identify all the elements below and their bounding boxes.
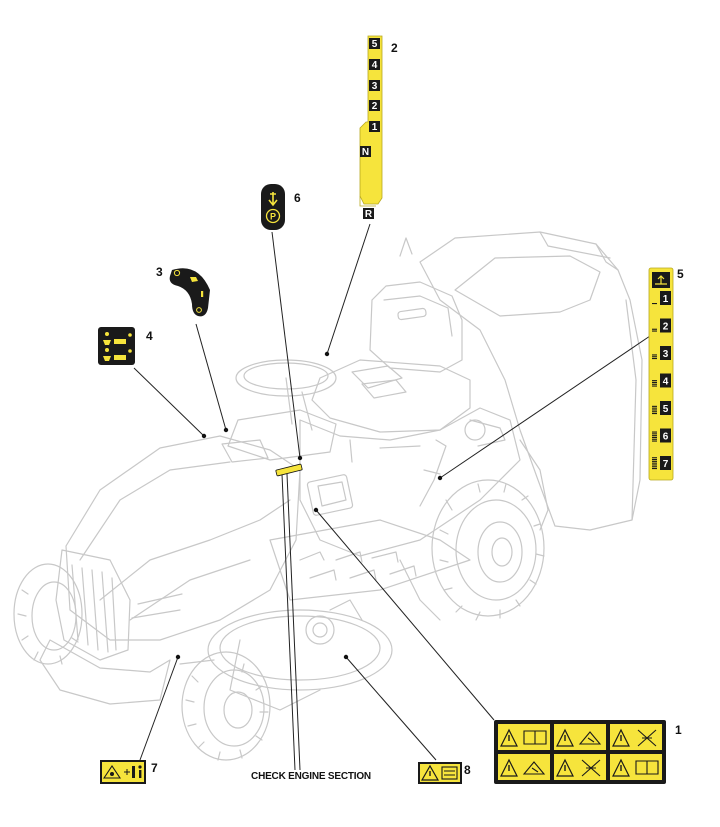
callout-1: 1	[675, 723, 682, 737]
height-box-7	[660, 456, 671, 470]
engine-label-decal	[275, 463, 303, 477]
arrow-down-icon	[268, 192, 278, 207]
footboard	[269, 519, 471, 601]
height-box-1	[660, 291, 671, 305]
height-label: 3	[663, 349, 669, 360]
front-bumper	[39, 639, 171, 705]
height-level-icon	[652, 380, 657, 387]
front-right-wheel	[181, 651, 271, 761]
warning-manual-icon	[498, 724, 550, 750]
check-engine-caption: CHECK ENGINE SECTION	[251, 771, 371, 782]
height-level-icon	[652, 431, 657, 442]
front-left-wheel	[13, 563, 83, 665]
grass-bag	[419, 231, 643, 531]
seat-back	[369, 281, 463, 373]
leader-lines	[133, 223, 651, 771]
gear-strip-decal: 5 4 3 2 1 N R	[359, 35, 383, 220]
leader-3	[195, 323, 227, 431]
height-label: 4	[663, 377, 669, 388]
blade-foot-hazard-icon	[554, 724, 606, 750]
height-rows: 1 2 3 4 5 6 7	[652, 291, 671, 470]
choke-icon	[173, 269, 181, 277]
height-label: 1	[663, 294, 669, 305]
height-level-icon	[652, 303, 657, 305]
thrown-object-icon	[554, 754, 606, 780]
gear-label-3: 3	[372, 81, 378, 92]
height-box-4	[660, 373, 671, 388]
callout-6: 6	[294, 191, 301, 205]
parking-brake-decal: P	[261, 184, 285, 230]
deck-engage-decal	[98, 327, 135, 365]
decal-8-warning	[418, 762, 462, 784]
callout-7: 7	[151, 761, 158, 775]
warning-slope-icon	[498, 754, 550, 780]
leader-dots	[175, 351, 443, 660]
leader-1	[315, 509, 495, 721]
height-level-icon	[652, 457, 657, 470]
steering-wheel	[235, 359, 337, 397]
height-box-5	[660, 401, 671, 415]
parking-p-icon	[265, 208, 281, 224]
stop-icon	[196, 307, 202, 313]
slope-tipping-icon	[610, 754, 662, 780]
decal-7-warning	[100, 760, 146, 784]
height-box-3	[660, 346, 671, 360]
leader-4	[133, 367, 205, 437]
gear-label-5: 5	[372, 39, 378, 50]
throttle-decal	[169, 268, 210, 317]
mower-outline	[13, 231, 643, 761]
front-grille	[55, 549, 131, 661]
mower-deck	[207, 609, 393, 691]
height-label: 5	[663, 404, 669, 415]
callout-2: 2	[391, 41, 398, 55]
height-label: 7	[663, 459, 669, 470]
rabbit-icon	[190, 277, 198, 282]
leader-8	[345, 656, 437, 761]
gear-label-reverse: R	[365, 209, 373, 220]
leader-5	[439, 335, 651, 479]
engine-hood	[65, 435, 301, 641]
height-box-2	[660, 318, 671, 333]
leader-check-b	[286, 473, 301, 771]
leader-2	[326, 223, 371, 355]
height-level-icon	[652, 328, 657, 332]
grass-bag-lid	[454, 255, 601, 317]
safety-warning-decal	[494, 720, 666, 784]
gear-label-4: 4	[372, 60, 378, 71]
gear-label-1: 1	[372, 122, 378, 133]
leader-7	[139, 656, 179, 761]
keep-distance-icon	[132, 766, 135, 778]
height-label: 2	[663, 322, 669, 333]
height-level-icon	[652, 354, 657, 360]
warning-cells	[498, 724, 662, 780]
rear-body	[299, 407, 521, 557]
height-level-icon	[652, 405, 657, 415]
cutting-height-decal: 1 2 3 4 5 6 7	[648, 267, 674, 481]
seat-cushion	[311, 359, 471, 433]
height-box-6	[660, 428, 671, 443]
callout-8: 8	[464, 763, 471, 777]
callout-5: 5	[677, 267, 684, 281]
turtle-icon	[201, 291, 204, 297]
gear-label-2: 2	[372, 101, 378, 112]
rear-right-wheel	[431, 479, 545, 621]
height-label: 6	[663, 432, 669, 443]
leader-6	[271, 231, 301, 459]
warning-triangle-icon	[420, 764, 440, 781]
blade-hazard-icon	[102, 765, 122, 779]
manual-icon	[441, 766, 458, 780]
leader-check-a	[281, 473, 296, 771]
no-passenger-icon	[610, 724, 662, 750]
dashboard	[227, 409, 337, 461]
gear-label-neutral: N	[362, 147, 369, 158]
callout-3: 3	[156, 265, 163, 279]
svg-text:P: P	[270, 212, 276, 222]
callout-4: 4	[146, 329, 153, 343]
